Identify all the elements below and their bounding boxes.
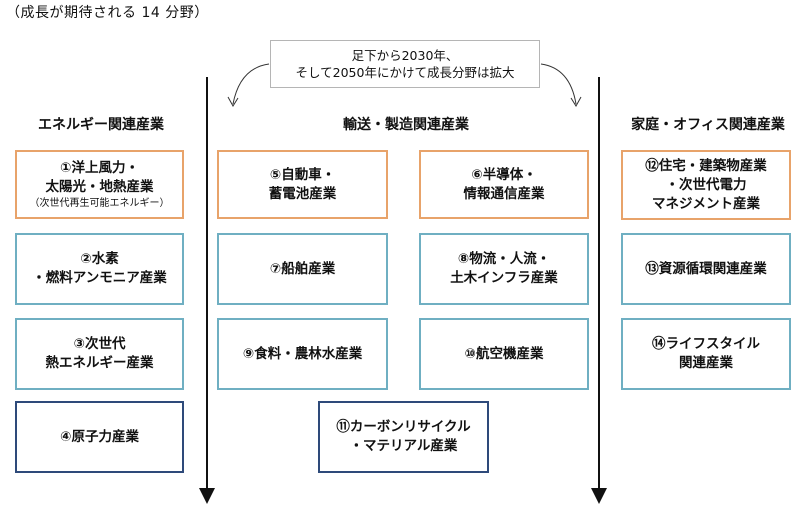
box-offshore-wind: ①洋上風力・ 太陽光・地熱産業 （次世代再生可能エネルギー） [15, 150, 184, 219]
box-line: ・次世代電力 [665, 176, 747, 193]
box-line: ・燃料アンモニア産業 [32, 270, 167, 286]
box-line: ⑧物流・人流・ [457, 251, 551, 267]
box-aircraft: ⑩航空機産業 [419, 318, 589, 390]
box-hydrogen: ②水素 ・燃料アンモニア産業 [15, 233, 184, 305]
growth-note: 足下から2030年、 そして2050年にかけて成長分野は拡大 [270, 40, 540, 88]
box-line: ②水素 [80, 251, 119, 267]
section-home: 家庭・オフィス関連産業 [631, 117, 785, 133]
box-line: ⑩航空機産業 [464, 345, 544, 362]
box-line: 太陽光・地熱産業 [45, 178, 154, 195]
box-line: ⑪カーボンリサイクル [336, 419, 471, 435]
box-line: ⑥半導体・ [471, 166, 537, 183]
box-line: ⑨食料・農林水産業 [242, 345, 363, 362]
box-carbon-recycling: ⑪カーボンリサイクル ・マテリアル産業 [318, 401, 489, 473]
box-line: ⑬資源循環関連産業 [645, 260, 767, 277]
box-line: 土木インフラ産業 [450, 270, 558, 286]
box-line: ⑤自動車・ [269, 166, 336, 183]
box-logistics: ⑧物流・人流・ 土木インフラ産業 [419, 233, 589, 305]
box-housing: ⑫住宅・建築物産業 ・次世代電力 マネジメント産業 [621, 150, 791, 220]
box-resource-circulation: ⑬資源循環関連産業 [621, 233, 791, 305]
box-line: マネジメント産業 [652, 195, 760, 212]
box-line: ①洋上風力・ [60, 159, 139, 176]
section-energy: エネルギー関連産業 [38, 117, 164, 133]
box-line: 関連産業 [679, 355, 733, 371]
box-lifestyle: ⑭ライフスタイル 関連産業 [621, 318, 791, 390]
box-line: ⑫住宅・建築物産業 [645, 157, 767, 174]
box-line: 情報通信産業 [463, 185, 545, 202]
growth-note-line1: 足下から2030年、 [351, 48, 459, 63]
box-food-agriculture: ⑨食料・農林水産業 [217, 318, 388, 390]
box-automobile: ⑤自動車・ 蓄電池産業 [217, 150, 388, 219]
box-line: ④原子力産業 [60, 428, 139, 445]
page-title: （成長が期待される 14 分野） [6, 5, 209, 21]
curve-arrow-left [232, 63, 270, 105]
curve-arrow-right [540, 63, 577, 105]
curve-arrow-left-head [227, 96, 239, 107]
box-shipping: ⑦船舶産業 [217, 233, 388, 305]
growth-note-line2: そして2050年にかけて成長分野は拡大 [295, 65, 515, 80]
box-line: ⑦船舶産業 [269, 260, 336, 277]
box-line: ③次世代 [73, 336, 126, 352]
box-nuclear: ④原子力産業 [15, 401, 184, 473]
box-next-gen-heat: ③次世代 熱エネルギー産業 [15, 318, 184, 390]
box-line: ⑭ライフスタイル [652, 336, 760, 352]
curve-arrow-right-head [570, 96, 582, 107]
box-semiconductor: ⑥半導体・ 情報通信産業 [419, 150, 589, 219]
box-subline: （次世代再生可能エネルギー） [29, 197, 170, 209]
box-line: ・マテリアル産業 [349, 438, 458, 454]
box-line: 熱エネルギー産業 [45, 355, 154, 371]
section-transport: 輸送・製造関連産業 [343, 117, 469, 133]
box-line: 蓄電池産業 [268, 185, 337, 202]
